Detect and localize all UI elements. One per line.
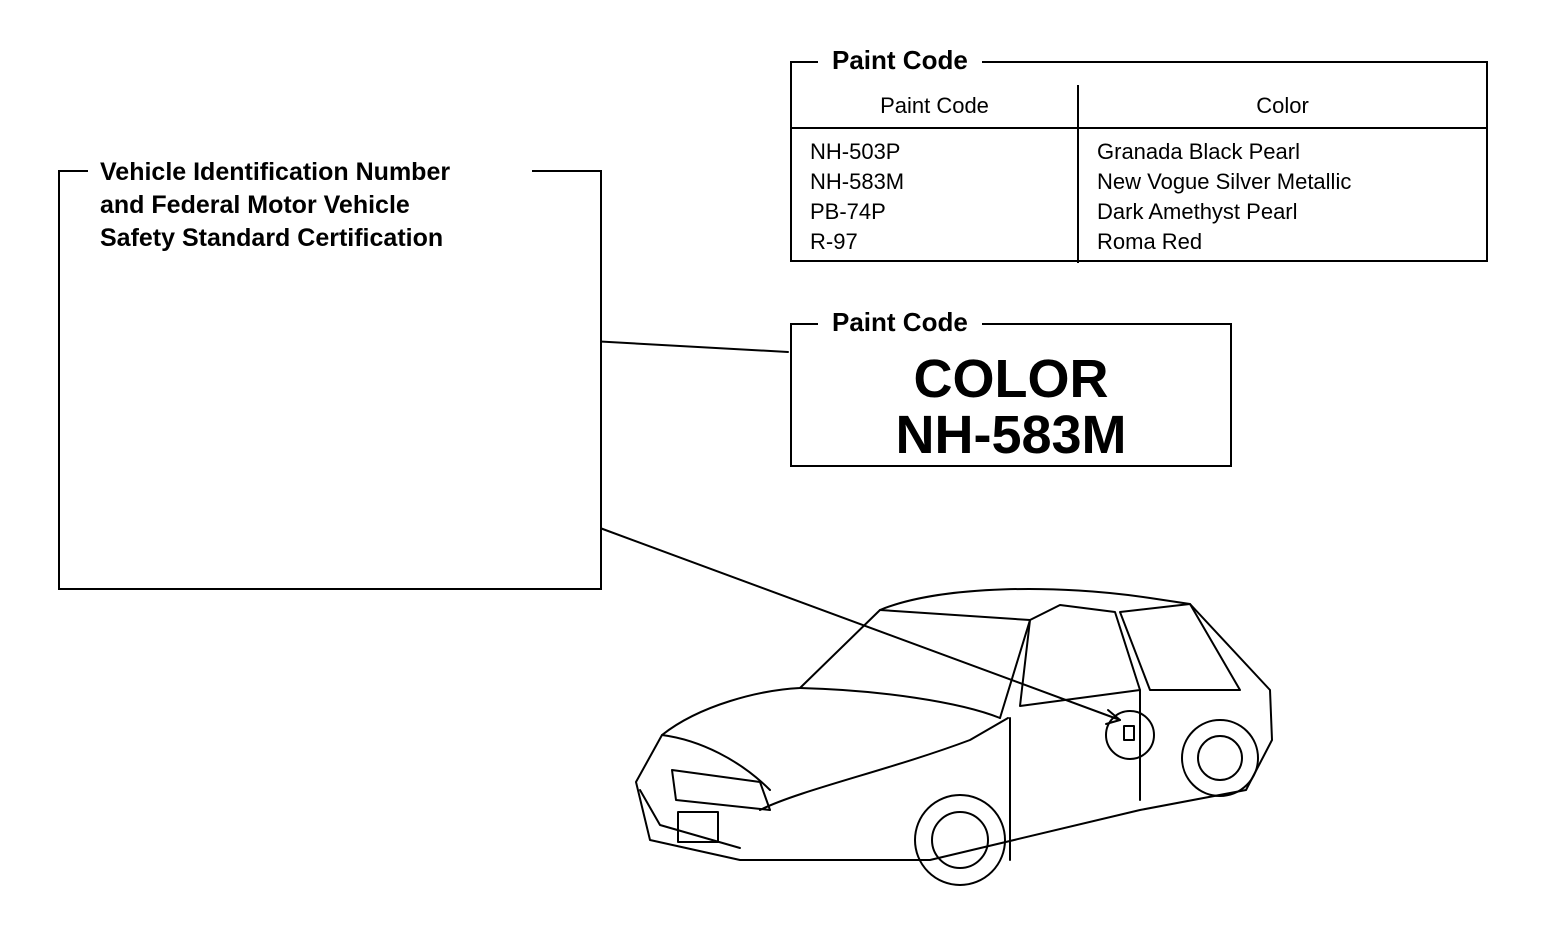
header-color: Color <box>1256 93 1309 118</box>
label-code-text: NH-583M <box>895 405 1127 465</box>
table-row: PB-74P Dark Amethyst Pearl <box>792 197 1486 227</box>
leader-line-vin <box>599 527 1121 721</box>
table-row: NH-503P Granada Black Pearl <box>792 128 1486 167</box>
car-illustration <box>635 587 1273 886</box>
vin-box-title: Vehicle Identification Number and Federa… <box>88 156 532 255</box>
paint-code-table-box: Paint Code Paint Code Color NH-503P Gran… <box>790 45 1488 263</box>
paint-code-table-title: Paint Code <box>818 45 982 75</box>
header-paint-code: Paint Code <box>792 85 1079 128</box>
table-row: R-97 Roma Red <box>792 227 1486 263</box>
color-cell: New Vogue Silver Metallic <box>1097 169 1352 194</box>
vin-title-line-1: Vehicle Identification Number <box>100 158 451 186</box>
table-row: NH-583M New Vogue Silver Metallic <box>792 167 1486 197</box>
label-color-text: COLOR <box>913 349 1109 409</box>
color-cell: Granada Black Pearl <box>1097 139 1300 164</box>
paint-code-cell: PB-74P <box>792 197 1079 227</box>
vin-certification-box: Vehicle Identification Number and Federa… <box>58 156 602 590</box>
paint-code-cell: NH-503P <box>792 128 1079 167</box>
paint-code-cell: NH-583M <box>792 167 1079 197</box>
color-cell: Dark Amethyst Pearl <box>1097 199 1298 224</box>
paint-code-label-title: Paint Code <box>818 307 982 337</box>
color-cell: Roma Red <box>1097 229 1203 254</box>
paint-code-table: Paint Code Color NH-503P Granada Black P… <box>792 85 1486 263</box>
paint-code-label-box: Paint Code COLOR NH-583M <box>790 307 1232 467</box>
sticker-callout-circle <box>1105 710 1155 760</box>
paint-code-cell: R-97 <box>792 227 1079 263</box>
vin-title-line-3: Safety Standard Certification <box>100 224 444 252</box>
vin-title-line-2: and Federal Motor Vehicle <box>100 191 410 219</box>
